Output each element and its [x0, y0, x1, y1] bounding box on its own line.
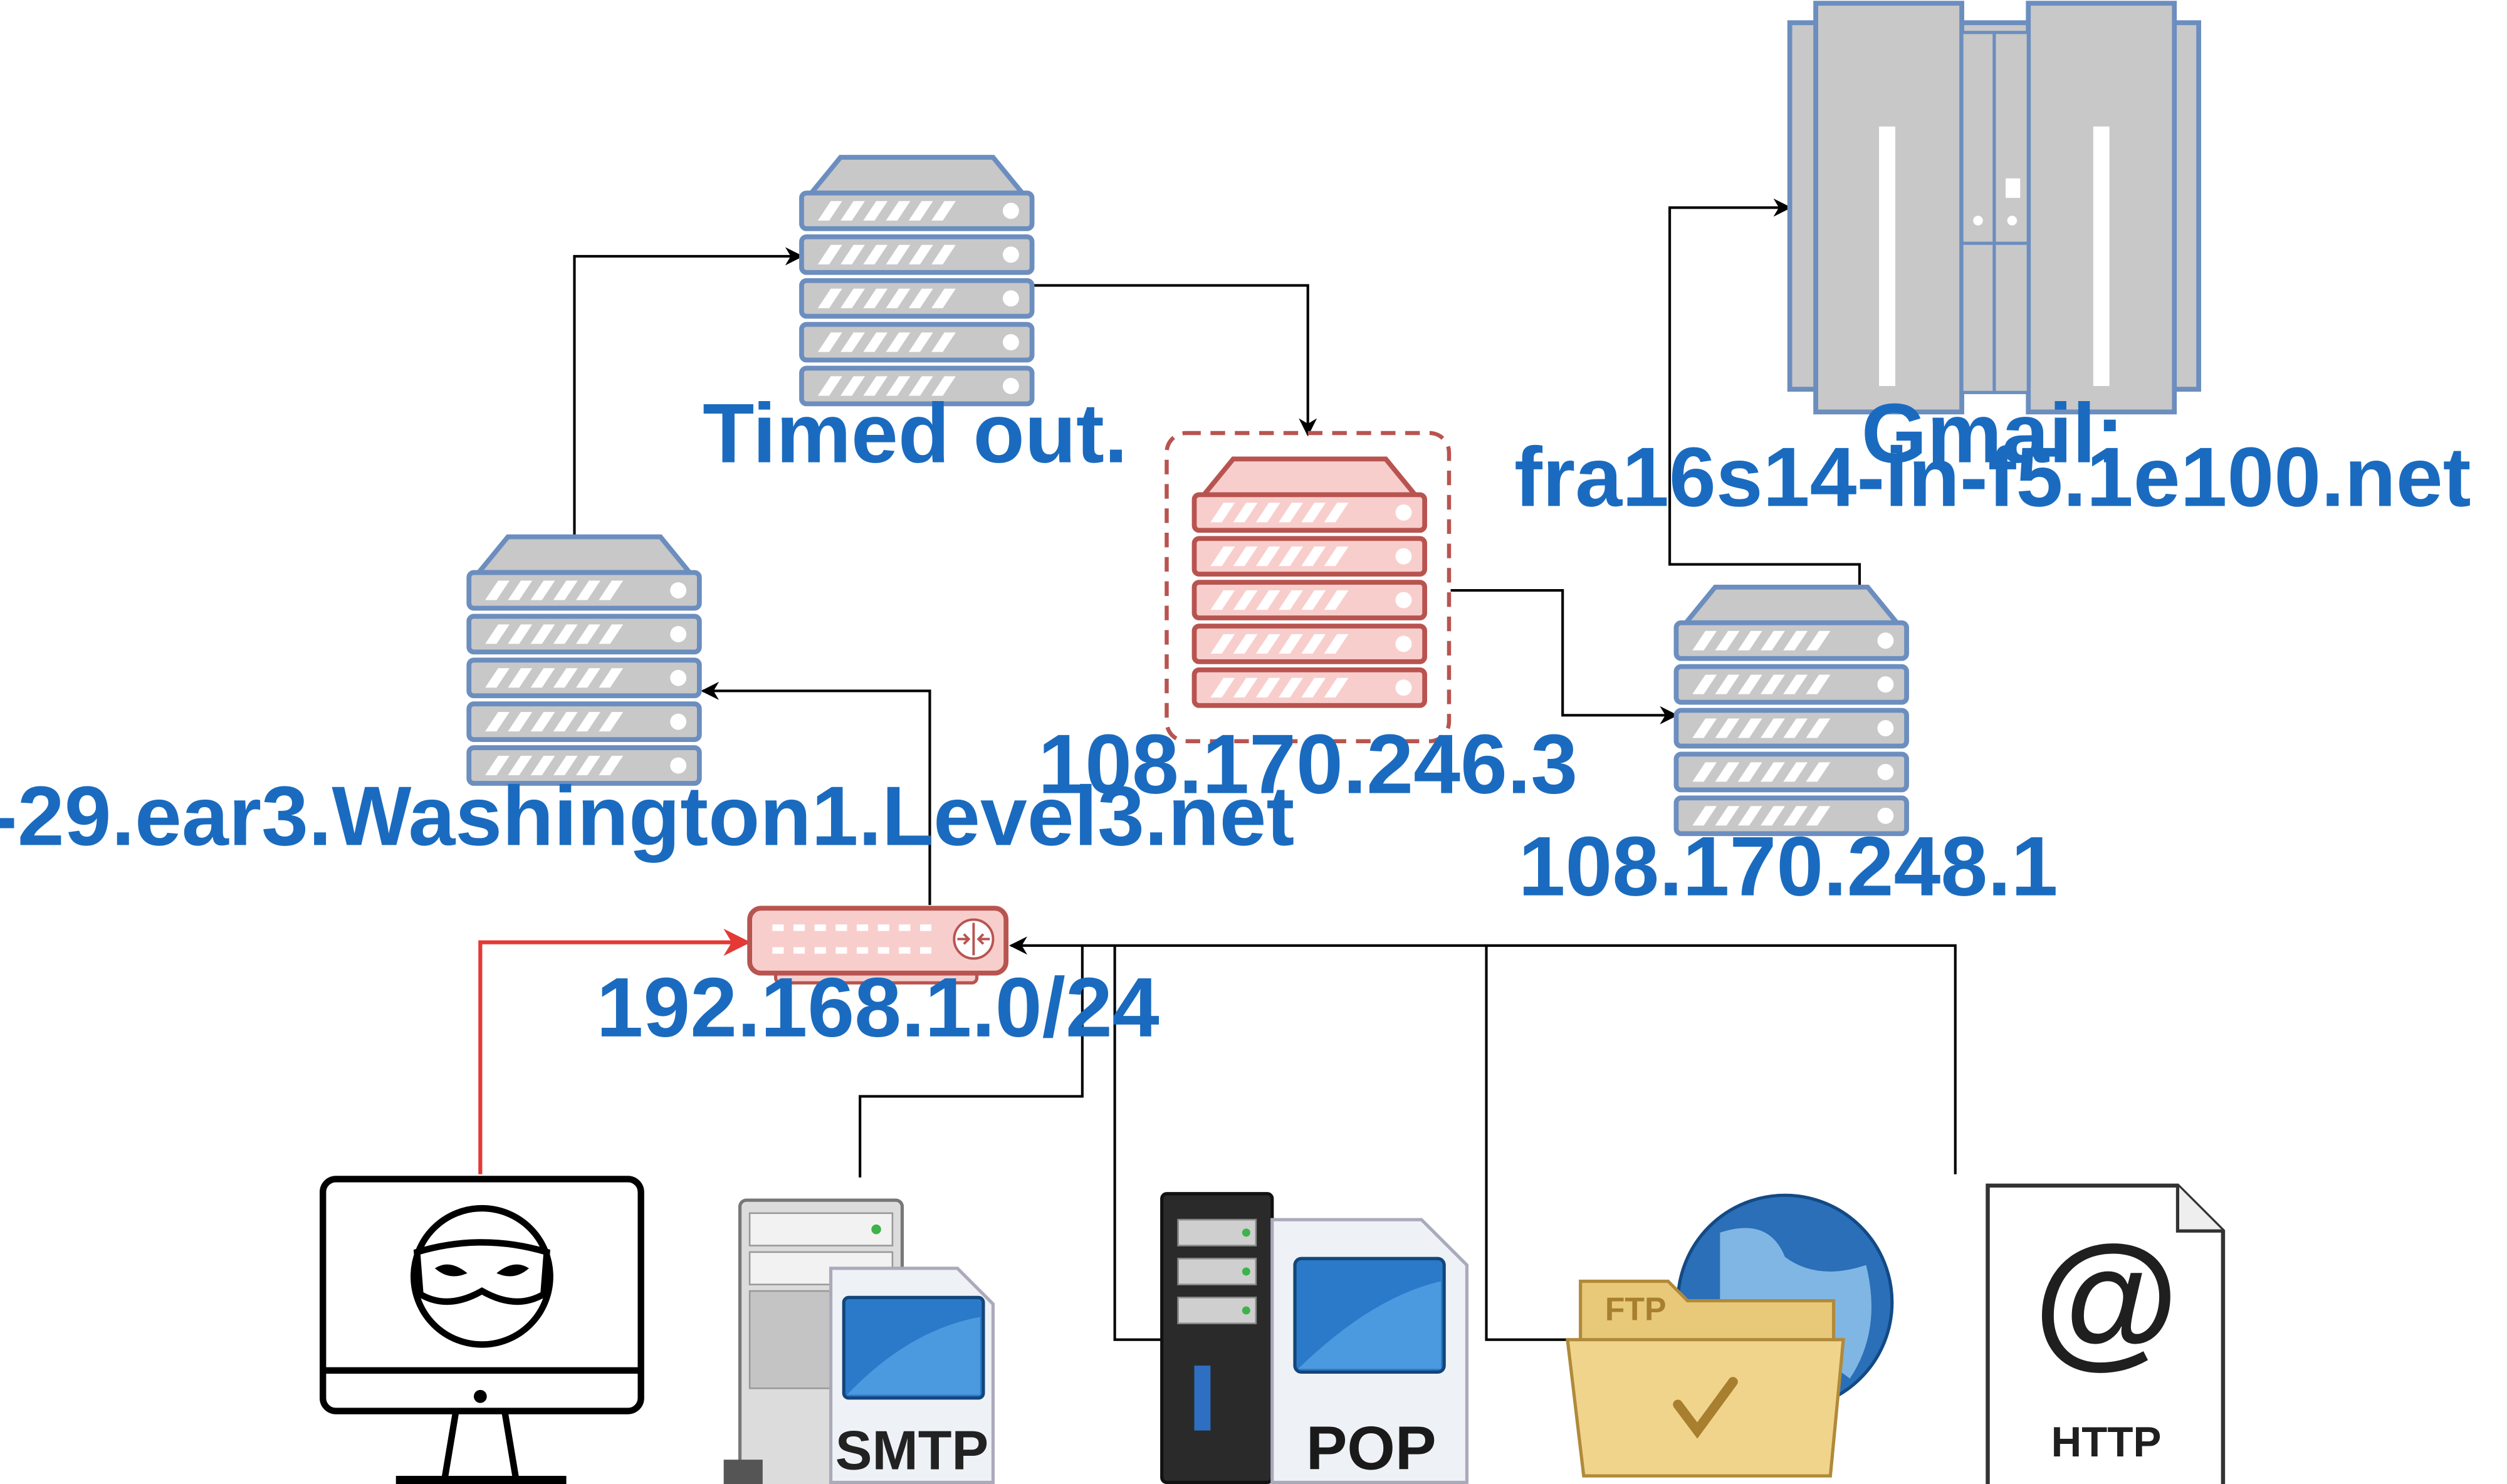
red-hop-highlight-box	[1165, 431, 1452, 743]
link-http-router	[1009, 936, 1957, 1174]
link-attacker-router	[478, 928, 751, 1174]
link-timedout-red	[1032, 284, 1317, 437]
gmail-label-line2: fra16s14-in-f5.1e100.net	[1514, 429, 2471, 524]
pop-server-icon[interactable]: POP	[1160, 1192, 1469, 1484]
http-document-icon[interactable]: @ HTTP	[1986, 1183, 2226, 1484]
link-red-248	[1450, 588, 1678, 724]
connectors	[478, 198, 1957, 1341]
link-248-gmail	[1668, 198, 1861, 587]
http-at-symbol: @	[2033, 1215, 2179, 1381]
hop-248-label: 108.170.248.1	[1519, 819, 2058, 914]
server-108-170-248-1[interactable]	[1676, 584, 1907, 833]
ftp-label: FTP	[1605, 1291, 1667, 1327]
smtp-label: SMTP	[835, 1419, 989, 1481]
link-smtp-router	[859, 945, 1084, 1178]
level3-label: 5-1-29.ear3.Washington1.Level3.net	[0, 768, 1294, 863]
smtp-server-icon[interactable]: SMTP	[723, 1198, 995, 1484]
link-pop-router	[1113, 945, 1162, 1341]
http-label: HTTP	[2051, 1419, 2162, 1466]
server-level3[interactable]	[469, 534, 699, 783]
ftp-folder-icon[interactable]: FTP	[1566, 1193, 1894, 1478]
link-level3-timedout	[573, 247, 803, 536]
router-label: 192.168.1.0/24	[596, 960, 1159, 1055]
router-icon[interactable]	[747, 906, 1009, 985]
link-ftp-router	[1485, 945, 1574, 1341]
gmail-mainframe-icon[interactable]	[1787, 1, 2201, 415]
red-hop-label: 108.170.246.3	[1038, 717, 1578, 812]
pop-label: POP	[1306, 1414, 1437, 1483]
gmail-label-line1: Gmail:	[1861, 386, 2124, 481]
link-router-level3	[701, 681, 931, 906]
server-108-170-246-3[interactable]	[1195, 456, 1425, 705]
timed-out-label: Timed out.	[703, 386, 1128, 481]
server-timed-out[interactable]	[802, 155, 1032, 404]
hacker-monitor-icon[interactable]	[320, 1176, 644, 1484]
